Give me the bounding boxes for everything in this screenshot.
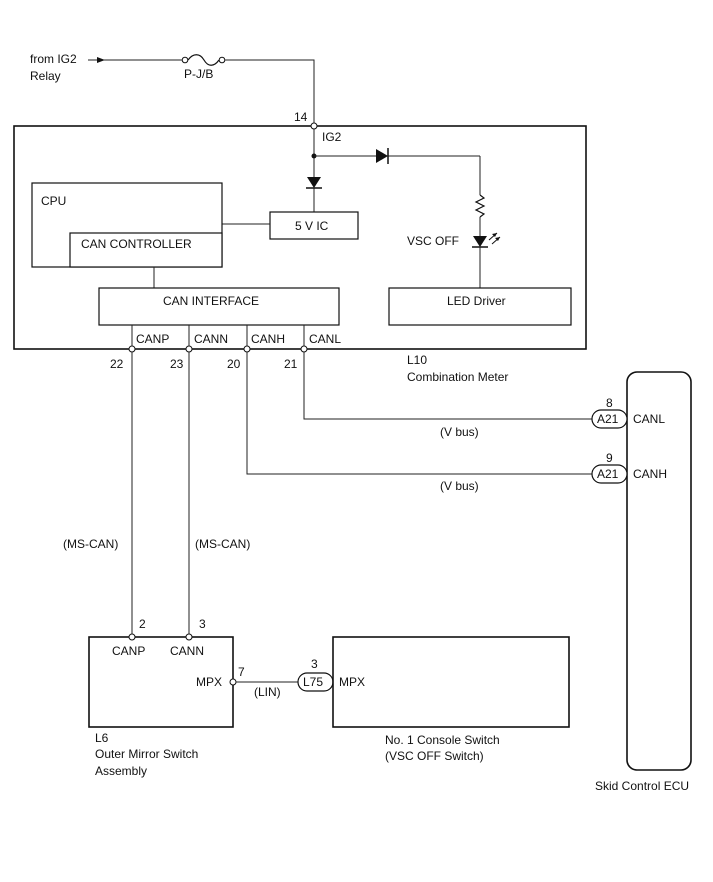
can-controller-label: CAN CONTROLLER	[81, 237, 192, 251]
console-pin-number-mpx: 3	[311, 657, 318, 671]
pin-number-ig2: 14	[294, 110, 308, 124]
canp-mscan-label: (MS-CAN)	[63, 537, 118, 551]
console-switch-box	[332, 636, 570, 728]
canl-bus-label: (V bus)	[440, 425, 479, 439]
console-switch-name-2: (VSC OFF Switch)	[385, 749, 484, 763]
can-interface-box	[98, 287, 340, 326]
diode-right-icon	[376, 148, 389, 164]
ecu-canl-label: CANL	[633, 412, 665, 426]
cann-label: CANN	[194, 332, 228, 346]
ecu-connector-canh	[591, 464, 628, 484]
fuse-icon	[181, 54, 226, 66]
mirror-pin-number-mpx: 7	[238, 665, 245, 679]
combination-meter-code: L10	[407, 353, 427, 367]
mirror-pin-number-canp: 2	[139, 617, 146, 631]
ecu-pin-number-canh: 9	[606, 451, 613, 465]
cann-mscan-label: (MS-CAN)	[195, 537, 250, 551]
mirror-pin-mpx	[229, 678, 237, 686]
mirror-pin-cann	[185, 633, 193, 641]
resistor-icon	[474, 194, 486, 218]
canh-label: CANH	[251, 332, 285, 346]
console-mpx-label: MPX	[339, 675, 365, 689]
canh-bus-wire	[246, 352, 592, 475]
skid-control-ecu-label: Skid Control ECU	[595, 779, 689, 793]
cpu-label: CPU	[41, 194, 66, 208]
mirror-cann-label: CANN	[170, 644, 204, 658]
console-switch-name: No. 1 Console Switch	[385, 733, 500, 747]
ig2-wire	[225, 59, 315, 123]
ic-label: 5 V IC	[295, 219, 329, 233]
pin-canh	[243, 345, 251, 353]
led-driver-box	[388, 287, 572, 326]
mirror-mpx-label: MPX	[196, 675, 222, 689]
pin-number-canl: 21	[284, 357, 298, 371]
power-source-relay-label: Relay	[30, 69, 61, 83]
pin-number-canp: 22	[110, 357, 124, 371]
combination-meter-name: Combination Meter	[407, 370, 508, 384]
outer-mirror-switch-name-2: Assembly	[95, 764, 147, 778]
canp-label: CANP	[136, 332, 169, 346]
vsc-off-label: VSC OFF	[407, 234, 459, 248]
mirror-canp-label: CANP	[112, 644, 145, 658]
diode-down-icon	[306, 177, 322, 189]
ecu-connector-canl-label: A21	[597, 412, 619, 426]
console-connector-label: L75	[303, 675, 323, 689]
pin-number-cann: 23	[170, 357, 184, 371]
canl-bus-wire	[303, 352, 592, 420]
ecu-canh-label: CANH	[633, 467, 667, 481]
canl-label: CANL	[309, 332, 341, 346]
can-controller-box	[69, 232, 223, 268]
ecu-connector-canl	[591, 409, 628, 429]
mirror-pin-number-cann: 3	[199, 617, 206, 631]
power-source-label: from IG2	[30, 52, 77, 66]
outer-mirror-switch-box	[88, 636, 234, 728]
pin-canp	[128, 345, 136, 353]
fuse-label: P-J/B	[184, 67, 213, 81]
pin-number-canh: 20	[227, 357, 241, 371]
outer-mirror-switch-name: Outer Mirror Switch	[95, 747, 198, 761]
canh-bus-label: (V bus)	[440, 479, 479, 493]
ig2-label: IG2	[322, 130, 342, 144]
ecu-connector-canh-label: A21	[597, 467, 619, 481]
skid-control-ecu-box	[626, 371, 692, 771]
ic-box	[269, 211, 359, 240]
mirror-pin-canp	[128, 633, 136, 641]
pin-ig2	[310, 122, 318, 130]
pin-canl	[300, 345, 308, 353]
pin-cann	[185, 345, 193, 353]
ecu-pin-number-canl: 8	[606, 396, 613, 410]
outer-mirror-switch-code: L6	[95, 731, 109, 745]
lin-label: (LIN)	[254, 685, 281, 699]
led-driver-label: LED Driver	[447, 294, 506, 308]
can-interface-label: CAN INTERFACE	[163, 294, 259, 308]
